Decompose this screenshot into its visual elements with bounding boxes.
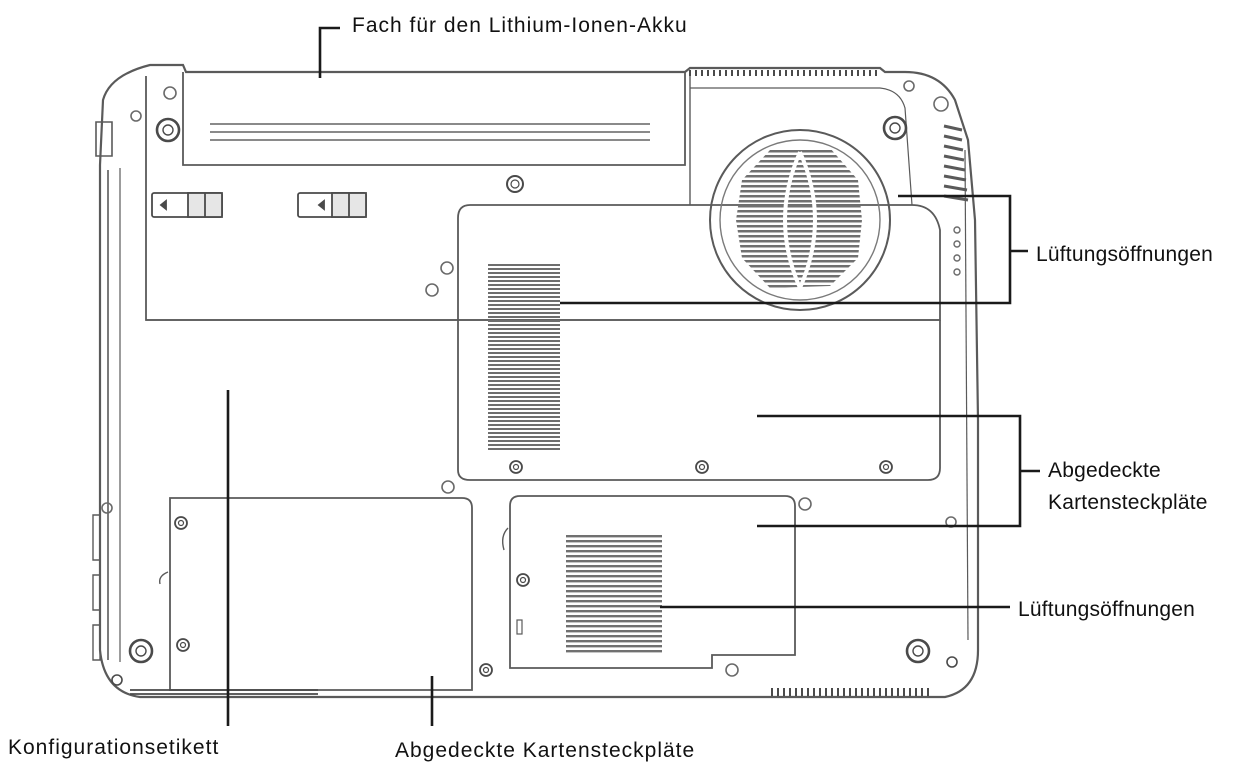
lower-vent-grill bbox=[566, 534, 662, 654]
front-grill-right bbox=[771, 688, 929, 696]
battery-latch-left bbox=[151, 192, 223, 218]
leader-battery bbox=[318, 26, 340, 78]
label-vents-top: Lüftungsöffnungen bbox=[1036, 243, 1214, 266]
upper-vent-grill bbox=[488, 262, 560, 450]
label-vents-bottom: Lüftungsöffnungen bbox=[1018, 598, 1196, 621]
fan-assembly bbox=[709, 129, 891, 311]
lower-left-cover bbox=[158, 497, 473, 691]
label-config-label: Konfigurationsetikett bbox=[8, 736, 220, 759]
laptop-outline bbox=[92, 63, 980, 699]
battery-compartment bbox=[145, 72, 941, 321]
label-covered-slots-right-line1: Abgedeckte bbox=[1048, 459, 1161, 482]
leader-slots-right bbox=[757, 414, 1040, 528]
screws bbox=[111, 115, 958, 686]
rear-grill bbox=[689, 70, 877, 76]
label-covered-slots-bottom: Abgedeckte Kartensteckpläte bbox=[395, 739, 696, 762]
upper-slot-cover bbox=[457, 320, 941, 481]
holes bbox=[101, 80, 957, 677]
label-battery-bay: Fach für den Lithium-Ionen-Akku bbox=[352, 14, 688, 37]
battery-ribs bbox=[210, 123, 650, 141]
battery-latch-right bbox=[297, 192, 367, 218]
callout-lines bbox=[226, 26, 1040, 726]
side-grill bbox=[943, 124, 969, 202]
lower-right-cover bbox=[501, 495, 796, 669]
label-covered-slots-right-line2: Kartensteckpläte bbox=[1048, 491, 1208, 515]
leader-vents-top bbox=[560, 194, 1028, 305]
front-grill-left bbox=[130, 689, 318, 695]
label-covered-slots-right: Abgedeckte Kartensteckpläte bbox=[1048, 458, 1208, 517]
side-port-dots bbox=[953, 226, 961, 276]
